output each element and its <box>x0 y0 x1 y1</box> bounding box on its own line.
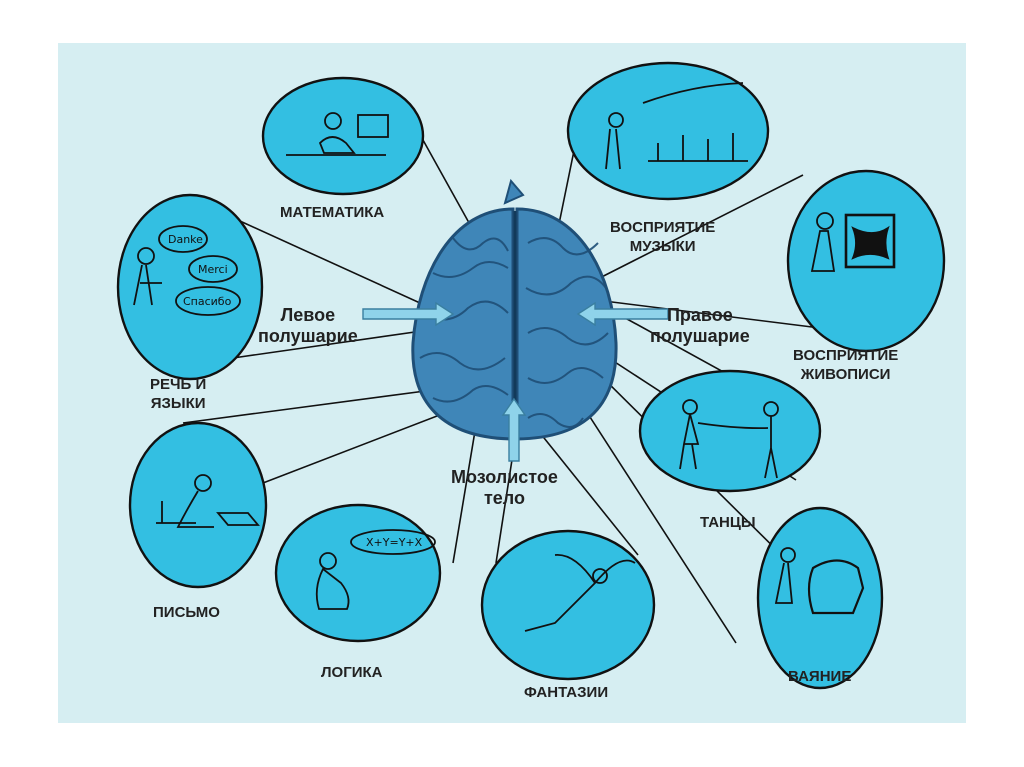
logic-bubble <box>276 505 440 641</box>
writing-bubble <box>130 423 266 587</box>
label-fantasy: ФАНТАЗИИ <box>524 683 608 702</box>
speech-word-3: Спасибо <box>183 295 232 308</box>
label-logic: ЛОГИКА <box>321 663 382 682</box>
label-dance: ТАНЦЫ <box>700 513 756 532</box>
label-speech: РЕЧЬ И ЯЗЫКИ <box>150 375 206 413</box>
logic-formula: X+Y=Y+X <box>366 536 423 549</box>
label-painting: ВОСПРИЯТИЕ ЖИВОПИСИ <box>793 346 898 384</box>
painting-bubble <box>788 171 944 351</box>
right-hemisphere-shape <box>517 209 616 439</box>
speech-word-2: Merci <box>198 263 228 276</box>
speech-word-1: Danke <box>168 233 203 246</box>
speech-bubble <box>118 195 262 379</box>
label-corpus-callosum: Мозолистое тело <box>451 467 558 509</box>
label-right-hemisphere: Правое полушарие <box>650 305 750 347</box>
math-bubble <box>263 78 423 194</box>
dance-bubble <box>640 371 820 491</box>
left-arrow <box>363 303 453 325</box>
brainstem <box>505 181 523 203</box>
fantasy-bubble <box>482 531 654 679</box>
label-left-hemisphere: Левое полушарие <box>258 305 358 347</box>
label-writing: ПИСЬМО <box>153 603 220 622</box>
label-sculpture: ВАЯНИЕ <box>788 667 851 686</box>
diagram-panel: Danke Merci Спасибо X+Y=Y+X МАТЕМАТИКА В… <box>58 43 966 723</box>
left-hemisphere-shape <box>413 209 513 439</box>
label-math: МАТЕМАТИКА <box>280 203 384 222</box>
label-music: ВОСПРИЯТИЕ МУЗЫКИ <box>610 218 715 256</box>
